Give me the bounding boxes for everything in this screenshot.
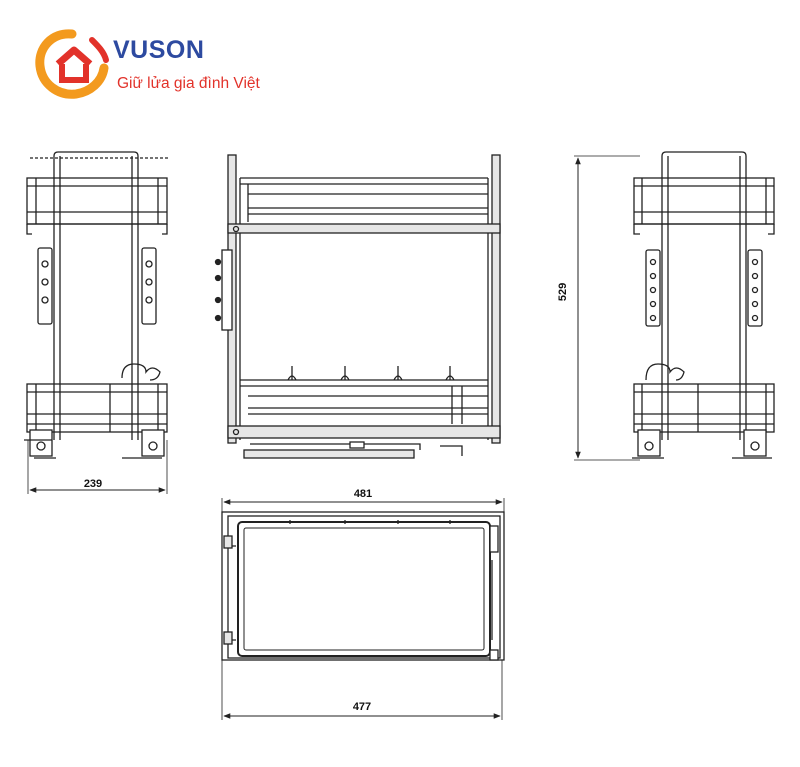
front-view: [214, 154, 501, 459]
dim-label-481: 481: [354, 488, 372, 500]
brand-name: VUSON: [113, 36, 205, 64]
side-view-right: [632, 151, 775, 459]
dim-label-477: 477: [353, 701, 371, 713]
brand-logo: [32, 28, 292, 103]
dimension-477: [221, 660, 503, 720]
top-view: [221, 511, 505, 661]
dimension-529: [574, 155, 640, 461]
logo-mark-icon: [35, 29, 109, 99]
dimension-481: [221, 498, 505, 512]
dim-label-529: 529: [557, 283, 569, 301]
dim-label-239: 239: [84, 478, 102, 490]
dimension-239: [27, 440, 168, 494]
side-view-left: [24, 151, 168, 459]
brand-slogan: Giữ lửa gia đình Việt: [117, 75, 260, 92]
